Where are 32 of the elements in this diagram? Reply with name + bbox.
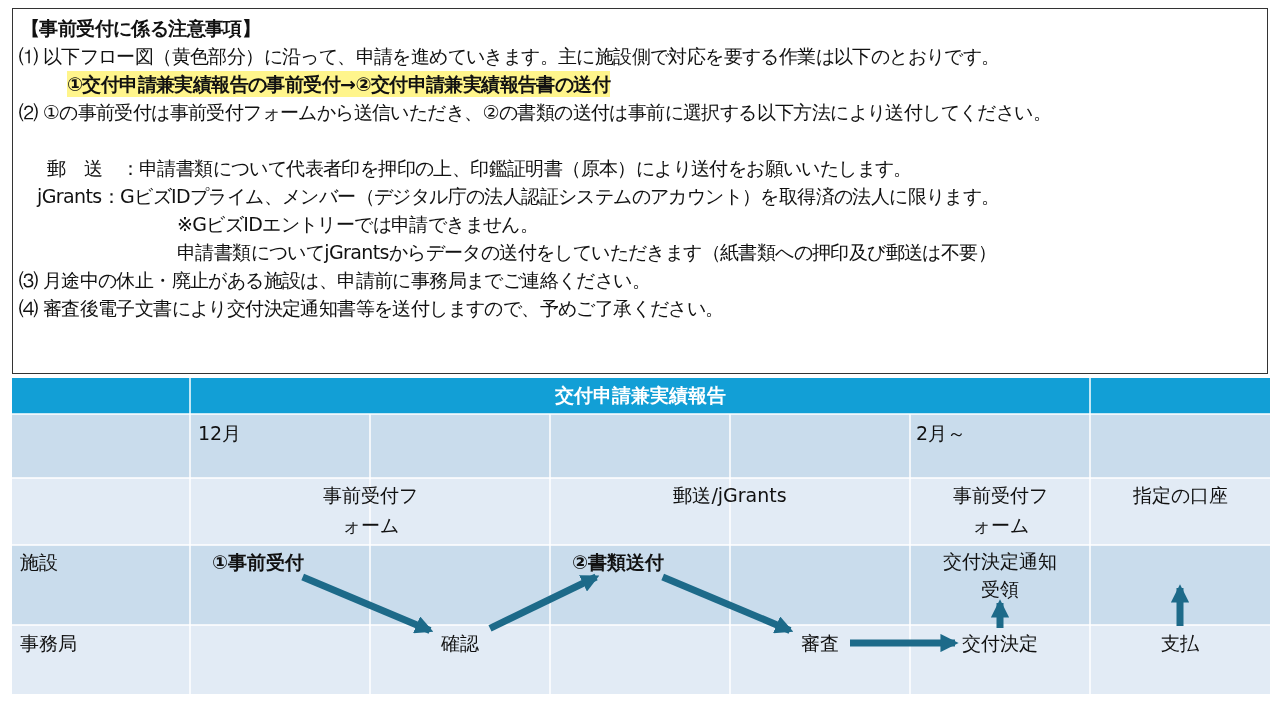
flow-step-text: 確認 xyxy=(430,628,490,658)
method-label: 事前受付フォーム xyxy=(951,483,1049,538)
arrow xyxy=(990,599,1010,628)
note-item: ⑶ 月途中の休止・廃止がある施設は、申請前に事務局までご連絡ください。 xyxy=(19,268,651,293)
note-item: ⑷ 審査後電子文書により交付決定通知書等を送付しますので、予めご了承ください。 xyxy=(19,296,724,321)
note-heading: 【事前受付に係る注意事項】 xyxy=(21,16,261,41)
month-label: 2月～ xyxy=(916,421,968,446)
arrow xyxy=(1170,584,1190,626)
highlighted-text: ①交付申請兼実績報告の事前受付→②交付申請兼実績報告書の送付 xyxy=(67,71,611,97)
method-label: 事前受付フォーム xyxy=(321,483,419,538)
row-header: 施設 xyxy=(20,550,59,575)
note-item: ※GビズIDエントリーでは申請できません。 xyxy=(177,212,539,237)
flow-step-text: ①事前受付 xyxy=(212,547,322,577)
arrow xyxy=(488,573,600,632)
note-box xyxy=(12,8,1268,374)
header-title: 交付申請兼実績報告 xyxy=(553,383,727,408)
flow-step-text: 支払 xyxy=(1150,628,1210,658)
flow-step-text: 審査 xyxy=(790,628,850,658)
note-item: 申請書類についてjGrantsからデータの送付をしていただきます（紙書類への押印及び郵送は不要） xyxy=(177,240,997,265)
flow-step-text: 交付決定 xyxy=(955,628,1045,658)
note-item: 郵 送 ：申請書類について代表者印を押印の上、印鑑証明書（原本）により送付をお願いいたします。 xyxy=(47,156,912,181)
arrow xyxy=(661,573,794,634)
method-label: 郵送/jGrants xyxy=(672,483,788,508)
flow-step-text: ②書類送付 xyxy=(572,547,682,577)
note-item: ⑵ ①の事前受付は事前受付フォームから送信いただき、②の書類の送付は事前に選択する以下方法により送付してください。 xyxy=(19,100,1052,125)
note-item: jGrants：GビズIDプライム、メンバー（デジタル庁の法人認証システムのアカウント）を取得済の法人に限ります。 xyxy=(37,184,1000,209)
method-label: 指定の口座 xyxy=(1131,483,1229,508)
row-header: 事務局 xyxy=(20,631,78,656)
flow-step-text: 交付決定通知受領 xyxy=(938,547,1062,603)
arrow xyxy=(301,573,434,634)
note-item: ⑴ 以下フロー図（黄色部分）に沿って、申請を進めていきます。主に施設側で対応を要する作業は以下のとおりです。 xyxy=(19,44,1000,69)
month-label: 12月 xyxy=(198,421,243,446)
